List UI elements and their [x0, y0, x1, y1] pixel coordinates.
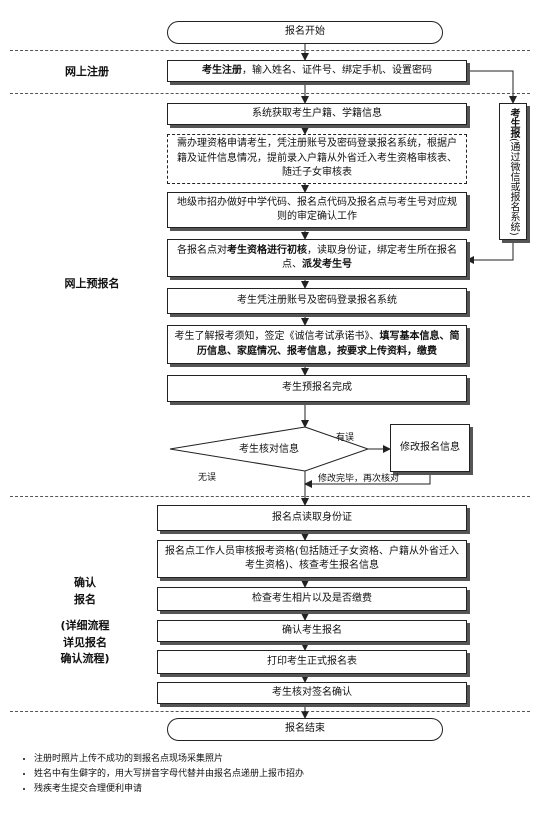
- section-separator: [10, 93, 530, 94]
- side-rest: (通过微信或报名系统): [508, 137, 519, 236]
- side-bold: 考生报: [508, 107, 519, 138]
- note-item: 姓名中有生僻字的，用大写拼音字母代替并由报名点递册上报市招办: [34, 767, 304, 782]
- label-has-error: 有误: [336, 433, 355, 443]
- note-item: 注册时照片上传不成功的到报名点现场采集照片: [34, 752, 304, 767]
- footnotes: 注册时照片上传不成功的到报名点现场采集照片 姓名中有生僻字的，用大写拼音字母代替…: [20, 752, 304, 797]
- section-confirm-note3: 确认流程): [60, 652, 110, 665]
- step-login: 考生凭注册账号及密码登录报名系统: [167, 288, 467, 314]
- label-no-error: 无误: [198, 473, 217, 483]
- section-confirm: 确认 报名 (详细流程 详见报名 确认流程): [30, 575, 140, 668]
- section-confirm-line1: 确认: [74, 576, 96, 589]
- section-confirm-note2: 详见报名: [63, 635, 107, 649]
- note-item: 残疾考生提交合理便利申请: [34, 782, 304, 797]
- step-modify-info: 修改报名信息: [390, 424, 470, 472]
- end-node: 报名结束: [167, 718, 443, 741]
- prelim-d: 派发考生号: [302, 259, 352, 270]
- section-online-register: 网上注册: [65, 65, 109, 78]
- section-separator: [10, 496, 530, 497]
- section-separator: [10, 711, 530, 712]
- step-register: 考生注册，输入姓名、证件号、绑定手机、设置密码: [167, 60, 467, 82]
- step-fill-info: 考生了解报考须知，签定《诚信考试承诺书》、填写基本信息、简历信息、家庭情况、报考…: [167, 325, 467, 364]
- start-node: 报名开始: [167, 21, 443, 44]
- section-separator: [10, 50, 530, 51]
- prelim-b: 考生资格进行初核: [227, 244, 307, 256]
- fill-a: 考生了解报考须知，签定《诚信考试承诺书》、: [174, 331, 380, 342]
- step-qualification: 需办理资格申请考生，凭注册账号及密码登录报名系统，根据户籍及证件信息情况，提前录…: [167, 134, 467, 184]
- prelim-c: ，读取身份证，绑定考生所在报名点、: [282, 244, 457, 271]
- section-confirm-line2: 报名: [74, 592, 96, 606]
- prelim-a: 各报名点对: [177, 244, 227, 256]
- step-confirm: 确认考生报名: [157, 620, 467, 642]
- step-city-office: 地级市招办做好中学代码、报名点代码及报名点与考生号对应规则的审定确认工作: [167, 192, 467, 228]
- step-staff-review: 报名点工作人员审核报考资格(包括随迁子女资格、户籍从外省迁入考生资格)、核查考生…: [157, 540, 467, 578]
- step-print: 打印考生正式报名表: [157, 650, 467, 674]
- step-fetch-info: 系统获取考生户籍、学籍信息: [167, 103, 467, 125]
- fill-b: 填写基本信息、简历信息、家庭情况、报考信息，按要求上传资料，缴费: [197, 331, 460, 357]
- step-check-photo: 检查考生相片以及是否缴费: [157, 587, 467, 611]
- section-confirm-note1: (详细流程: [60, 619, 110, 632]
- decision-diamond: [169, 426, 370, 472]
- register-bold: 考生注册: [202, 64, 242, 76]
- label-modified: 修改完毕，再次核对: [318, 474, 400, 484]
- step-prelim-check: 各报名点对考生资格进行初核，读取身份证，绑定考生所在报名点、派发考生号: [167, 239, 467, 277]
- register-rest: ，输入姓名、证件号、绑定手机、设置密码: [242, 64, 432, 76]
- decision-label: 考生核对信息: [239, 444, 299, 455]
- side-wechat-box: 考生报(通过微信或报名系统): [499, 103, 527, 240]
- section-online-prereg: 网上预报名: [64, 277, 120, 290]
- step-read-id: 报名点读取身份证: [157, 505, 467, 531]
- step-prereg-done: 考生预报名完成: [167, 375, 467, 402]
- step-sign: 考生核对签名确认: [157, 682, 467, 704]
